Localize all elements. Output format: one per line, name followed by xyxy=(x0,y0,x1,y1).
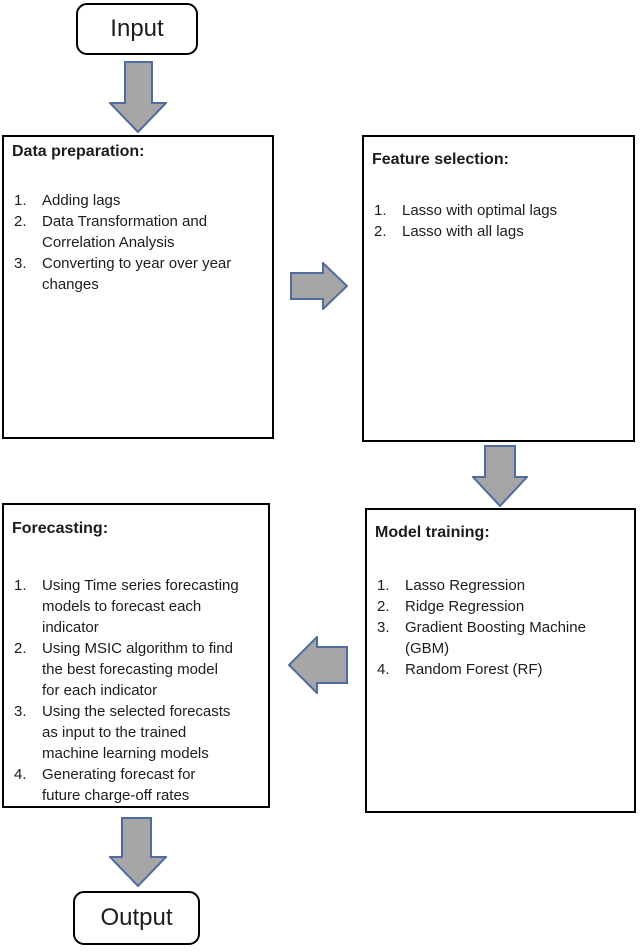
box-title: Forecasting: xyxy=(12,520,109,537)
input-label: Input xyxy=(110,15,164,42)
numbered-list: 1. Lasso Regression 2. Ridge Regression … xyxy=(367,575,634,680)
list-item: 3. Gradient Boosting Machine (GBM) xyxy=(367,617,634,659)
box-title: Feature selection: xyxy=(372,151,509,168)
item-text: Gradient Boosting Machine (GBM) xyxy=(405,619,586,657)
item-number: 2. xyxy=(374,223,387,240)
list-item: 4. Random Forest (RF) xyxy=(367,659,634,680)
item-number: 3. xyxy=(14,703,27,720)
item-number: 3. xyxy=(14,255,27,272)
arrow-down-icon xyxy=(109,61,167,133)
output-node: Output xyxy=(73,891,200,945)
list-item: 1. Adding lags xyxy=(4,190,272,211)
item-text: Using Time series forecasting models to … xyxy=(42,577,239,636)
list-item: 2. Data Transformation and Correlation A… xyxy=(4,211,272,253)
arrow-left-icon xyxy=(288,636,348,694)
item-text: Lasso with optimal lags xyxy=(402,202,558,219)
item-number: 1. xyxy=(14,192,27,209)
item-text: Lasso with all lags xyxy=(402,223,524,240)
item-number: 1. xyxy=(374,202,387,219)
list-item: 2. Using MSIC algorithm to find the best… xyxy=(4,638,268,701)
box-data-preparation: Data preparation: 1. Adding lags 2. Data… xyxy=(2,135,274,439)
arrow-down-icon xyxy=(109,817,167,887)
item-text: Converting to year over year changes xyxy=(42,255,232,293)
item-text: Using the selected forecasts as input to… xyxy=(42,703,231,762)
list-item: 2. Ridge Regression xyxy=(367,596,634,617)
item-number: 2. xyxy=(14,213,27,230)
list-item: 2. Lasso with all lags xyxy=(364,221,633,242)
box-title: Model training: xyxy=(375,524,490,541)
list-item: 1. Using Time series forecasting models … xyxy=(4,575,268,638)
box-model-training: Model training: 1. Lasso Regression 2. R… xyxy=(365,508,636,813)
item-number: 3. xyxy=(377,619,390,636)
item-text: Using MSIC algorithm to find the best fo… xyxy=(42,640,233,699)
input-node: Input xyxy=(76,3,198,55)
box-feature-selection: Feature selection: 1. Lasso with optimal… xyxy=(362,135,635,442)
list-item: 1. Lasso Regression xyxy=(367,575,634,596)
list-item: 3. Converting to year over year changes xyxy=(4,253,272,295)
item-number: 4. xyxy=(377,661,390,678)
item-text: Lasso Regression xyxy=(405,577,526,594)
item-text: Adding lags xyxy=(42,192,121,209)
list-item: 3. Using the selected forecasts as input… xyxy=(4,701,268,764)
numbered-list: 1. Using Time series forecasting models … xyxy=(4,575,268,806)
item-number: 2. xyxy=(377,598,390,615)
output-label: Output xyxy=(100,904,173,931)
item-text: Random Forest (RF) xyxy=(405,661,543,678)
arrow-right-icon xyxy=(290,262,348,310)
item-number: 1. xyxy=(377,577,390,594)
numbered-list: 1. Adding lags 2. Data Transformation an… xyxy=(4,190,272,295)
item-number: 2. xyxy=(14,640,27,657)
item-number: 1. xyxy=(14,577,27,594)
numbered-list: 1. Lasso with optimal lags 2. Lasso with… xyxy=(364,200,633,242)
list-item: 1. Lasso with optimal lags xyxy=(364,200,633,221)
arrow-down-icon xyxy=(472,445,528,507)
item-text: Data Transformation and Correlation Anal… xyxy=(42,213,208,251)
item-text: Generating forecast for future charge-of… xyxy=(42,766,196,804)
item-number: 4. xyxy=(14,766,27,783)
list-item: 4. Generating forecast for future charge… xyxy=(4,764,268,806)
box-forecasting: Forecasting: 1. Using Time series foreca… xyxy=(2,503,270,808)
box-title: Data preparation: xyxy=(12,143,145,160)
item-text: Ridge Regression xyxy=(405,598,525,615)
